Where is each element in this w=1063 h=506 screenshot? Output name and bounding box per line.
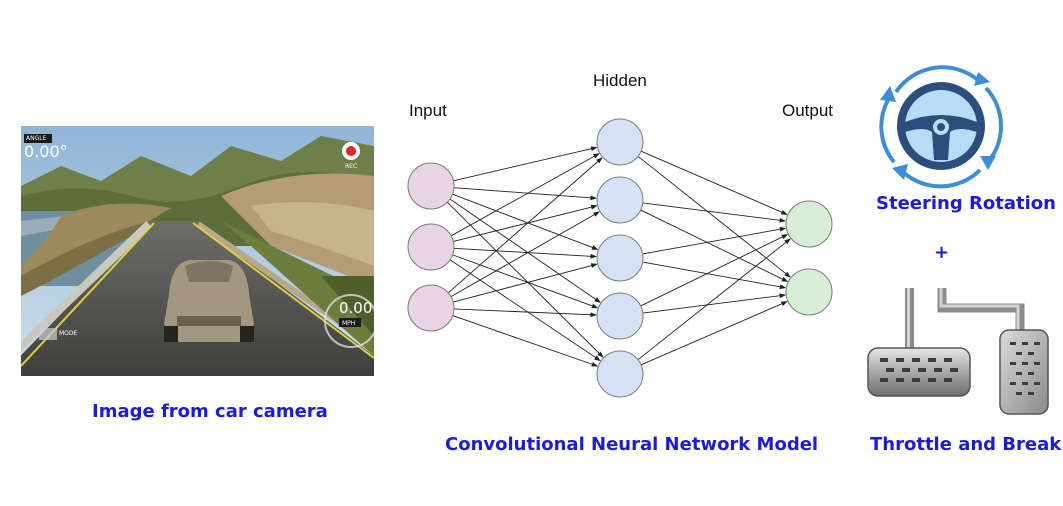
connection-arrowhead bbox=[779, 226, 787, 232]
connection-arrowhead bbox=[590, 146, 598, 152]
input-node bbox=[407, 284, 455, 332]
connection-edge bbox=[642, 261, 785, 289]
connection-edge bbox=[446, 201, 603, 357]
connection-arrowhead bbox=[591, 303, 599, 309]
throttle-caption: Throttle and Break bbox=[870, 434, 1062, 455]
connection-arrowhead bbox=[594, 297, 602, 303]
input-node bbox=[407, 162, 455, 210]
connection-edge bbox=[447, 158, 602, 294]
mode-tag: MODE bbox=[59, 330, 78, 337]
connection-arrowhead bbox=[781, 234, 789, 240]
angle-tag: ANGLE bbox=[26, 135, 47, 142]
connection-arrowhead bbox=[593, 211, 601, 217]
connection-arrowhead bbox=[590, 312, 598, 318]
connection-arrowhead bbox=[590, 195, 598, 201]
connection-edge bbox=[453, 187, 596, 199]
connection-arrowhead bbox=[780, 301, 788, 306]
connection-arrowhead bbox=[591, 245, 599, 250]
connection-edge bbox=[642, 227, 785, 255]
connection-edge bbox=[452, 254, 597, 308]
input-node bbox=[407, 223, 455, 271]
connection-edge bbox=[640, 150, 787, 215]
speed-unit: MPH bbox=[342, 320, 356, 327]
connection-edge bbox=[449, 259, 600, 361]
network-connections bbox=[446, 146, 791, 367]
network-caption: Convolutional Neural Network Model bbox=[445, 434, 819, 455]
connection-arrowhead bbox=[780, 210, 788, 215]
connection-edge bbox=[450, 212, 599, 297]
connection-arrowhead bbox=[591, 361, 599, 367]
connection-edge bbox=[453, 147, 596, 182]
connection-edge bbox=[640, 301, 787, 366]
connection-arrowhead bbox=[592, 153, 600, 159]
connection-arrowhead bbox=[590, 253, 598, 259]
connection-arrowhead bbox=[590, 204, 598, 210]
connection-edge bbox=[640, 234, 787, 307]
camera-caption: Image from car camera bbox=[92, 401, 328, 422]
connection-arrowhead bbox=[779, 217, 787, 223]
connection-edge bbox=[637, 239, 790, 361]
connection-edge bbox=[453, 263, 596, 303]
neural-network-diagram bbox=[407, 118, 833, 398]
connection-edge bbox=[453, 247, 596, 257]
connection-arrowhead bbox=[590, 263, 598, 268]
hidden-node bbox=[596, 118, 644, 166]
hidden-layer-label: Hidden bbox=[593, 71, 647, 90]
record-tag: REC bbox=[345, 163, 358, 170]
connection-arrowhead bbox=[784, 271, 791, 278]
speed-readout: 0.00 bbox=[339, 299, 373, 317]
steering-caption: Steering Rotation bbox=[876, 193, 1056, 214]
connection-edge bbox=[453, 205, 596, 242]
connection-edge bbox=[452, 315, 597, 367]
connection-arrowhead bbox=[596, 157, 603, 164]
steering-angle-readout: 0.00° bbox=[24, 142, 68, 161]
plus-sign: + bbox=[934, 242, 950, 263]
steering-wheel-icon bbox=[879, 65, 1003, 189]
output-node bbox=[785, 200, 833, 248]
connection-edge bbox=[453, 308, 596, 316]
connection-arrowhead bbox=[597, 351, 604, 358]
connection-edge bbox=[450, 153, 599, 237]
connection-arrowhead bbox=[594, 355, 601, 362]
hidden-node bbox=[596, 176, 644, 224]
connection-arrowhead bbox=[781, 276, 789, 282]
connection-arrowhead bbox=[779, 293, 787, 299]
input-layer-label: Input bbox=[409, 101, 447, 120]
connection-edge bbox=[642, 202, 785, 222]
connection-edge bbox=[642, 294, 785, 314]
connection-edge bbox=[637, 155, 790, 277]
car-camera-image: ANGLE 0.00° REC 0.00 MPH MODE bbox=[21, 126, 374, 376]
pedals-icon bbox=[867, 288, 1049, 415]
output-node bbox=[785, 268, 833, 316]
hidden-node bbox=[596, 234, 644, 282]
output-layer-label: Output bbox=[782, 101, 834, 120]
connection-edge bbox=[640, 209, 787, 282]
connection-edge bbox=[452, 193, 597, 250]
connection-edge bbox=[449, 198, 600, 303]
hidden-node bbox=[596, 292, 644, 340]
connection-arrowhead bbox=[779, 284, 787, 290]
connection-arrowhead bbox=[784, 238, 791, 245]
hidden-node bbox=[596, 350, 644, 398]
